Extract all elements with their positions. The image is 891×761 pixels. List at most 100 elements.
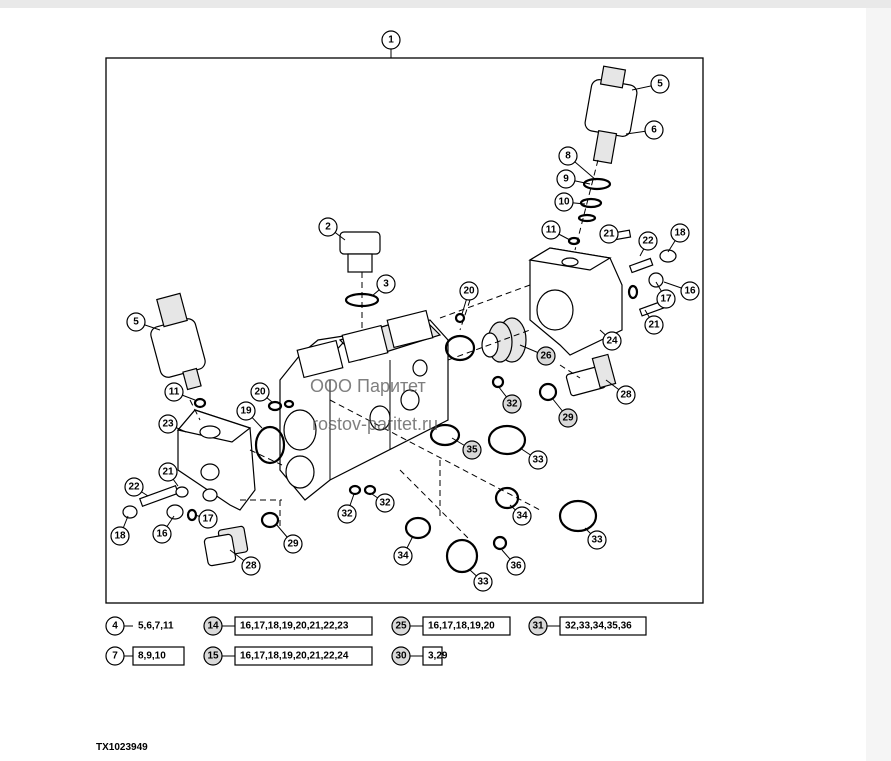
callout-33: 33: [587, 530, 607, 550]
right-margin: [866, 8, 891, 761]
callout-28: 28: [616, 385, 636, 405]
relief-valve-left: [203, 525, 249, 567]
svg-text:32: 32: [341, 509, 353, 520]
svg-text:32: 32: [506, 399, 518, 410]
callout-10: 10: [554, 192, 574, 212]
callout-20: 20: [250, 382, 270, 402]
svg-text:33: 33: [532, 455, 544, 466]
svg-text:18: 18: [674, 228, 686, 239]
callout-19: 19: [236, 401, 256, 421]
svg-text:21: 21: [603, 229, 615, 240]
top-bar: [0, 0, 891, 8]
svg-text:17: 17: [202, 514, 214, 525]
callout-26: 26: [536, 346, 556, 366]
callout-21: 21: [644, 315, 664, 335]
svg-text:16,17,18,19,20,21,22,24: 16,17,18,19,20,21,22,24: [240, 651, 349, 662]
svg-text:1: 1: [388, 35, 394, 46]
callout-21: 21: [599, 224, 619, 244]
callout-18: 18: [670, 223, 690, 243]
svg-text:16: 16: [156, 529, 168, 540]
callout-11: 11: [164, 382, 184, 402]
callout-36: 36: [506, 556, 526, 576]
svg-text:18: 18: [114, 531, 126, 542]
svg-text:34: 34: [516, 511, 528, 522]
left-hardware: [122, 484, 198, 522]
svg-text:31: 31: [532, 621, 544, 632]
svg-text:30: 30: [395, 651, 407, 662]
solenoid-left: [150, 292, 206, 391]
svg-text:22: 22: [128, 482, 140, 493]
svg-text:3: 3: [383, 279, 389, 290]
svg-text:8: 8: [565, 151, 571, 162]
callout-3: 3: [376, 274, 396, 294]
callout-16: 16: [680, 281, 700, 301]
callout-17: 17: [198, 509, 218, 529]
callout-5: 5: [126, 312, 146, 332]
svg-text:11: 11: [169, 387, 180, 398]
callout-24: 24: [602, 331, 622, 351]
svg-text:32,33,34,35,36: 32,33,34,35,36: [565, 621, 632, 632]
svg-text:34: 34: [397, 551, 409, 562]
callout-34: 34: [393, 546, 413, 566]
callout-35: 35: [462, 440, 482, 460]
callout-17: 17: [656, 289, 676, 309]
svg-text:28: 28: [245, 561, 257, 572]
callout-29: 29: [283, 534, 303, 554]
svg-text:2: 2: [325, 222, 331, 233]
svg-text:6: 6: [651, 125, 657, 136]
svg-text:14: 14: [207, 621, 219, 632]
callout-20: 20: [459, 281, 479, 301]
callout-21: 21: [158, 462, 178, 482]
callout-11: 11: [541, 220, 561, 240]
callout-9: 9: [556, 169, 576, 189]
svg-text:21: 21: [162, 467, 174, 478]
svg-text:16,17,18,19,20: 16,17,18,19,20: [428, 621, 495, 632]
callout-6: 6: [644, 120, 664, 140]
callout-2: 2: [318, 217, 338, 237]
svg-text:21: 21: [648, 320, 660, 331]
legend-entry-31: 31 32,33,34,35,36: [528, 616, 647, 636]
callout-33: 33: [528, 450, 548, 470]
svg-text:19: 19: [240, 406, 252, 417]
valve-body: [279, 309, 449, 501]
svg-text:26: 26: [540, 351, 552, 362]
svg-text:10: 10: [558, 197, 570, 208]
callout-8: 8: [558, 146, 578, 166]
svg-text:32: 32: [379, 498, 391, 509]
svg-text:22: 22: [642, 236, 654, 247]
watermark-line1: ООО Паритет: [310, 376, 426, 396]
callout-32: 32: [375, 493, 395, 513]
callout-assembly: 1: [381, 30, 401, 50]
legend-entry-14: 14 16,17,18,19,20,21,22,23: [203, 616, 373, 636]
svg-text:4: 4: [112, 621, 118, 632]
callout-23: 23: [158, 414, 178, 434]
callout-28: 28: [241, 556, 261, 576]
callout-5: 5: [650, 74, 670, 94]
svg-text:16,17,18,19,20,21,22,23: 16,17,18,19,20,21,22,23: [240, 621, 349, 632]
svg-text:8,9,10: 8,9,10: [138, 651, 166, 662]
svg-text:29: 29: [562, 413, 574, 424]
svg-text:5: 5: [133, 317, 139, 328]
svg-text:33: 33: [477, 577, 489, 588]
svg-text:20: 20: [254, 387, 266, 398]
solenoid-right: [584, 65, 638, 165]
legend-entry-7: 7 8,9,10: [105, 646, 185, 666]
assembly-lines: [189, 159, 599, 541]
svg-text:33: 33: [591, 535, 603, 546]
callout-32: 32: [502, 394, 522, 414]
callout-16: 16: [152, 524, 172, 544]
svg-text:7: 7: [112, 651, 118, 662]
svg-text:20: 20: [463, 286, 475, 297]
svg-text:28: 28: [620, 390, 632, 401]
watermark-line2: rostov-paritet.ru: [312, 414, 438, 434]
figure-id: TX1023949: [96, 742, 148, 753]
svg-text:24: 24: [606, 336, 618, 347]
svg-text:11: 11: [546, 225, 557, 236]
diagram-frame: [105, 57, 704, 604]
svg-text:36: 36: [510, 561, 522, 572]
